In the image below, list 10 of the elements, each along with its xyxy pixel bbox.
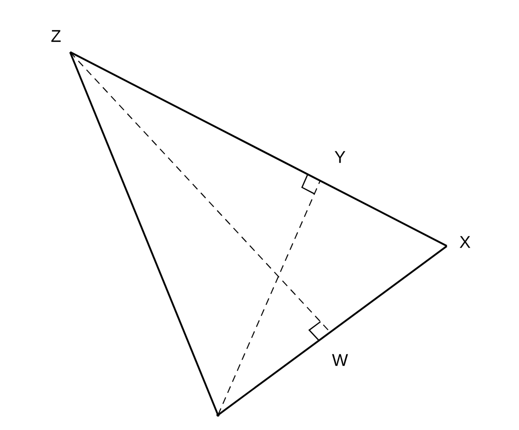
vertex-label: X: [460, 236, 470, 248]
vertex-point: [216, 413, 220, 417]
vertex-label: Z: [51, 30, 61, 42]
triangle-side: [218, 245, 448, 416]
vertex-label: Y: [334, 151, 346, 163]
triangle-side: [69, 52, 219, 416]
triangle-side: [70, 51, 448, 247]
dashed-line: [218, 180, 320, 416]
vertex-label: W: [332, 354, 348, 366]
dashed-line: [70, 52, 330, 332]
